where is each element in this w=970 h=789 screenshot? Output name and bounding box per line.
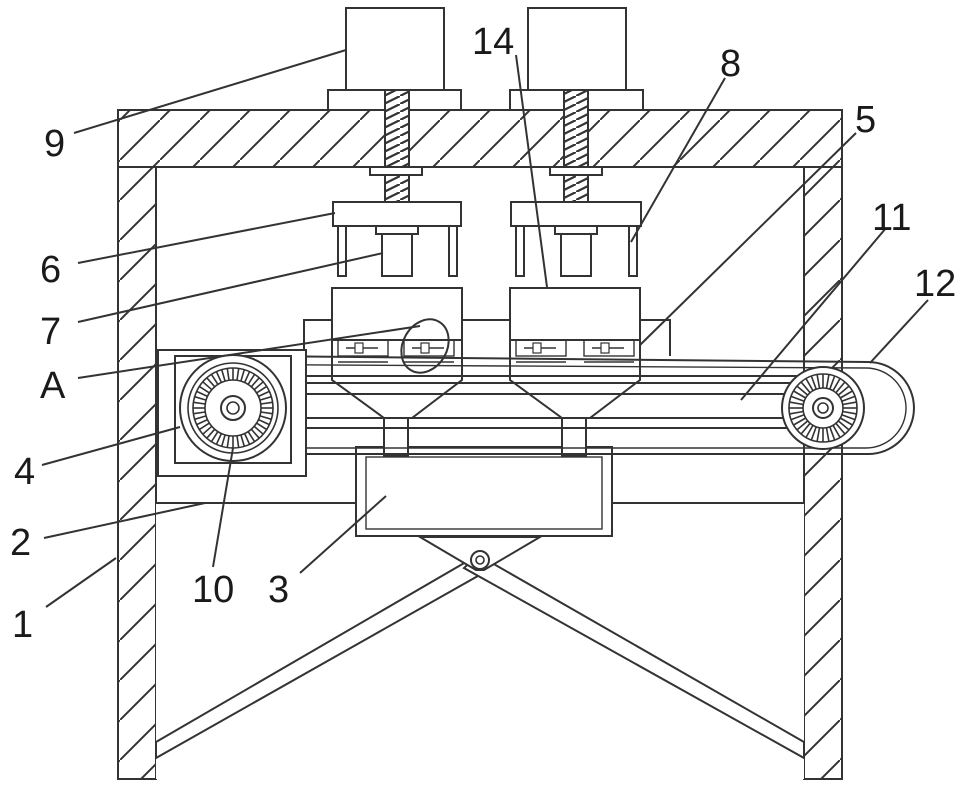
callout-2: 2: [10, 522, 31, 564]
frame-right-leg: [804, 167, 842, 779]
callout-4: 4: [14, 451, 35, 493]
callout-a: A: [40, 365, 66, 407]
callout-11: 11: [872, 197, 911, 239]
frame-top-beam: [118, 110, 842, 167]
callout-3: 3: [268, 569, 289, 611]
callout-10: 10: [192, 569, 234, 611]
callout-9: 9: [44, 123, 65, 165]
callout-7: 7: [40, 311, 61, 353]
callout-1: 1: [12, 604, 33, 646]
collection-box: [356, 447, 612, 536]
callout-8: 8: [720, 43, 741, 85]
callout-6: 6: [40, 249, 61, 291]
frame-left-leg: [118, 167, 156, 779]
callout-5: 5: [855, 99, 876, 141]
callout-12: 12: [914, 263, 956, 305]
callout-14: 14: [472, 21, 514, 63]
